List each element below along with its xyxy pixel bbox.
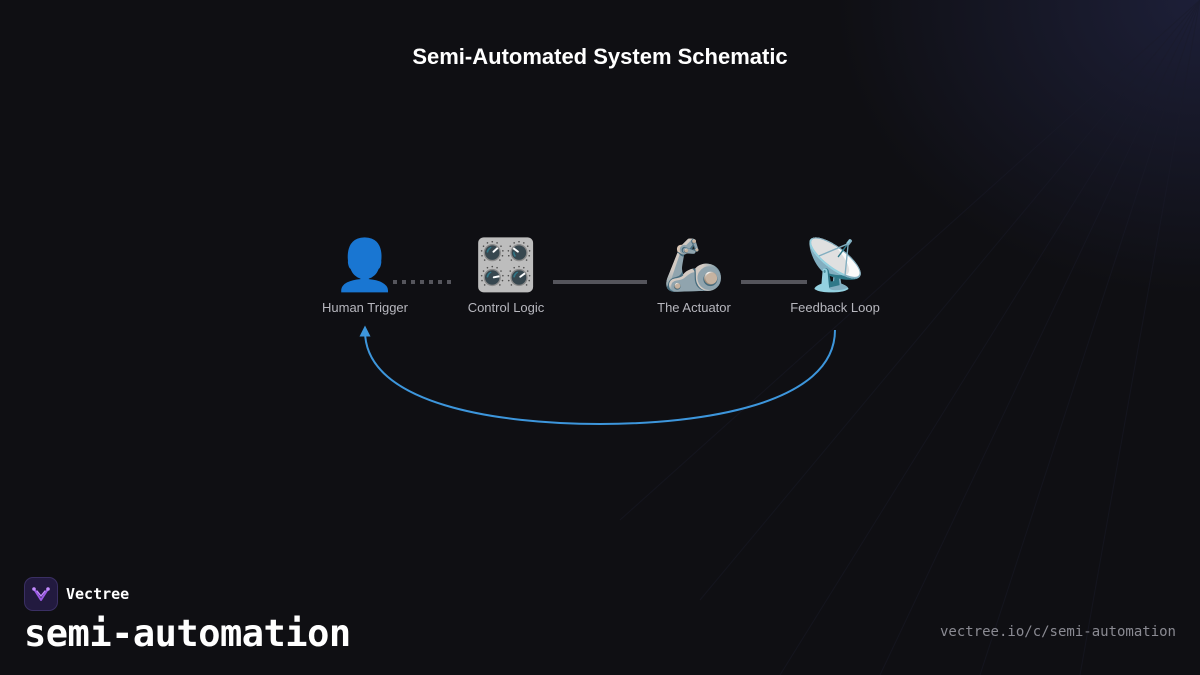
node-feedback-loop[interactable]: 📡 Feedback Loop (765, 236, 905, 315)
satellite-antenna-icon: 📡 (803, 236, 867, 294)
node-control-logic[interactable]: 🎛️ Control Logic (436, 236, 576, 315)
brand[interactable]: Vectree (24, 577, 129, 611)
node-label: Human Trigger (322, 300, 408, 315)
node-human-trigger[interactable]: 👤 Human Trigger (295, 236, 435, 315)
vectree-logo-icon (24, 577, 58, 611)
edge-feedback-to-human (359, 325, 836, 426)
page-url[interactable]: vectree.io/c/semi-automation (939, 624, 1176, 640)
node-label: The Actuator (657, 300, 731, 315)
person-silhouette-icon: 👤 (333, 236, 397, 294)
node-label: Control Logic (467, 300, 545, 315)
node-label: Feedback Loop (790, 300, 880, 315)
mechanical-arm-icon: 🦾 (662, 236, 726, 294)
control-knobs-icon: 🎛️ (474, 236, 538, 294)
page-slug: semi-automation (24, 612, 351, 655)
diagram-title: Semi-Automated System Schematic (412, 44, 788, 69)
brand-name: Vectree (66, 585, 130, 603)
node-actuator[interactable]: 🦾 The Actuator (624, 236, 764, 315)
